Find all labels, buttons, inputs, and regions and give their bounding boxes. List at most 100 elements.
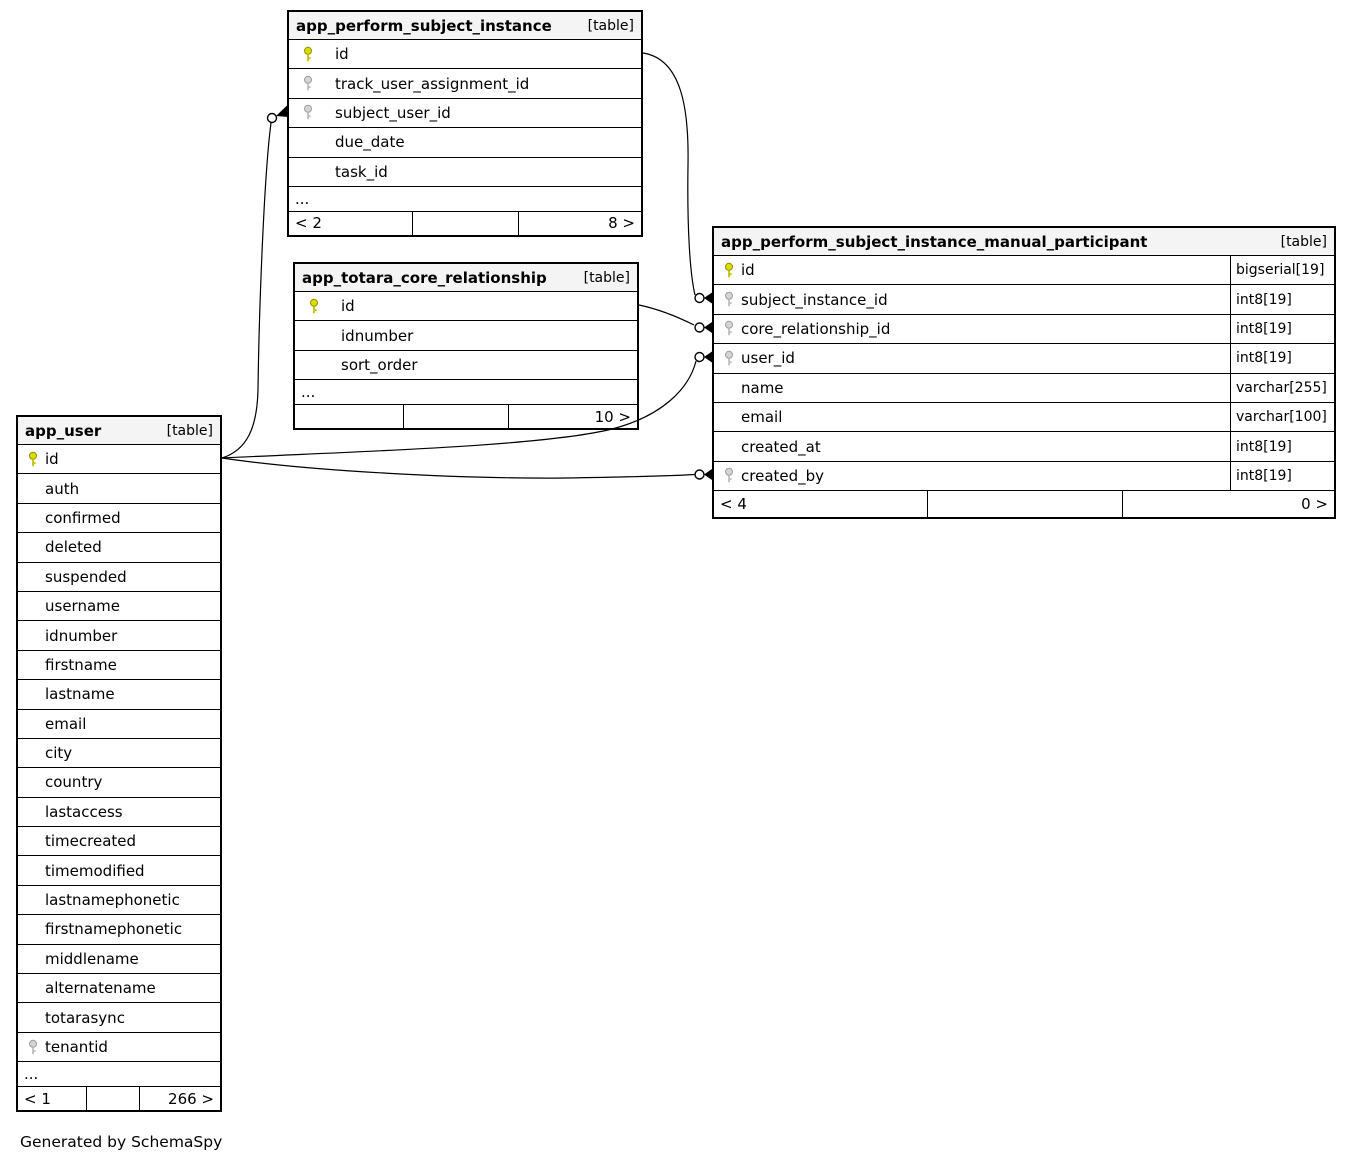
column-row: totarasync (18, 1003, 220, 1033)
column-row: idnumber (295, 321, 637, 351)
column-name: firstnamephonetic (45, 920, 183, 939)
column-name: timecreated (45, 832, 137, 851)
column-row: suspended (18, 563, 220, 592)
table-type-tag: [table] (166, 422, 213, 439)
column-name: idnumber (45, 626, 118, 645)
relationship-user-id-to-subject-user-id (221, 105, 288, 459)
foreign-key-icon (714, 320, 741, 337)
foreign-key-icon (289, 75, 335, 92)
column-row: track_user_assignment_id (289, 69, 641, 99)
column-row: middlename (18, 945, 220, 975)
column-name: tenantid (45, 1038, 108, 1056)
column-name: alternatename (45, 979, 156, 998)
primary-key-icon (18, 451, 45, 468)
table-type-tag: [table] (1280, 233, 1327, 250)
column-name: auth (45, 479, 80, 498)
column-row: lastnamephonetic (18, 886, 220, 916)
column-name: suspended (45, 567, 127, 586)
column-name: deleted (45, 538, 102, 557)
column-name: subject_user_id (335, 103, 451, 122)
table-footer: 10 > (295, 405, 637, 429)
foreign-key-icon (714, 291, 741, 308)
column-row: created_by int8[19] (714, 461, 1334, 492)
column-row: core_relationship_id int8[19] (714, 314, 1334, 345)
column-name: sort_order (341, 355, 418, 374)
crows-foot-marker (704, 469, 712, 480)
column-type: int8[19] (1230, 432, 1334, 461)
table-footer: < 4 0 > (714, 491, 1334, 518)
table-footer: < 2 8 > (289, 211, 641, 235)
footer-middle-cell (928, 491, 1124, 518)
relationship-user-id-to-created-by (221, 457, 712, 480)
column-row: tenantid (18, 1033, 220, 1063)
column-row: sort_order (295, 351, 637, 381)
column-row: subject_user_id (289, 99, 641, 129)
column-row: id (18, 445, 220, 475)
column-name: id (335, 45, 349, 64)
column-name: created_at (741, 437, 821, 456)
column-row: alternatename (18, 974, 220, 1004)
column-name: id (341, 297, 355, 316)
table-header[interactable]: app_totara_core_relationship [table] (295, 264, 637, 292)
column-row: id (289, 40, 641, 70)
column-name: lastaccess (45, 802, 123, 821)
footer-middle-cell (404, 405, 510, 429)
footer-middle-cell (413, 211, 520, 235)
more-columns-ellipsis: ... (18, 1062, 220, 1088)
column-name: confirmed (45, 508, 121, 527)
table-header[interactable]: app_perform_subject_instance_manual_part… (714, 228, 1334, 256)
parent-count: < 1 (18, 1087, 87, 1111)
parent-count: < 4 (714, 491, 928, 518)
column-row: user_id int8[19] (714, 344, 1334, 374)
column-type: int8[19] (1230, 344, 1334, 373)
child-count: 0 > (1301, 495, 1328, 514)
crows-foot-marker (704, 351, 712, 363)
column-row: email (18, 710, 220, 739)
crows-foot-marker (704, 322, 712, 333)
column-name: core_relationship_id (741, 319, 891, 338)
table-title: app_totara_core_relationship (302, 268, 547, 287)
primary-key-icon (289, 46, 335, 63)
table-title: app_perform_subject_instance (296, 16, 552, 35)
column-name: user_id (741, 349, 795, 368)
column-name: task_id (335, 162, 388, 181)
footer-middle-cell (87, 1087, 141, 1111)
more-columns-ellipsis: ... (289, 187, 641, 212)
table-footer: < 1 266 > (18, 1087, 220, 1111)
parent-count (295, 405, 405, 429)
column-name: lastname (45, 685, 115, 704)
table-app-user: app_user [table] id auth confirmed delet… (16, 415, 222, 1113)
column-row: id (295, 292, 637, 322)
column-name: name (741, 378, 784, 397)
column-type: int8[19] (1230, 461, 1334, 491)
zero-or-one-circle-marker (694, 292, 705, 304)
column-name: subject_instance_id (741, 290, 888, 309)
table-title: app_user (25, 421, 102, 440)
column-name: created_by (741, 466, 825, 485)
table-header[interactable]: app_user [table] (18, 417, 220, 445)
column-row: timemodified (18, 856, 220, 886)
column-row: firstnamephonetic (18, 915, 220, 945)
column-name: username (45, 597, 120, 616)
table-title: app_perform_subject_instance_manual_part… (721, 232, 1148, 251)
column-name: country (45, 773, 103, 792)
column-name: totarasync (45, 1008, 125, 1027)
column-row: username (18, 592, 220, 622)
foreign-key-icon (289, 104, 335, 121)
column-name: city (45, 744, 73, 763)
primary-key-icon (714, 262, 741, 279)
primary-key-icon (295, 298, 341, 315)
table-type-tag: [table] (587, 17, 634, 34)
table-header[interactable]: app_perform_subject_instance [table] (289, 12, 641, 40)
zero-or-one-circle-marker (694, 322, 705, 333)
column-row: confirmed (18, 504, 220, 534)
column-name: idnumber (341, 326, 414, 345)
child-count: 266 > (168, 1089, 214, 1108)
column-name: timemodified (45, 861, 145, 880)
column-name: id (45, 450, 59, 469)
column-name: firstname (45, 655, 117, 674)
column-type: bigserial[19] (1230, 256, 1334, 285)
column-row: lastname (18, 680, 220, 710)
column-row: idnumber (18, 621, 220, 651)
parent-count: < 2 (289, 211, 413, 235)
